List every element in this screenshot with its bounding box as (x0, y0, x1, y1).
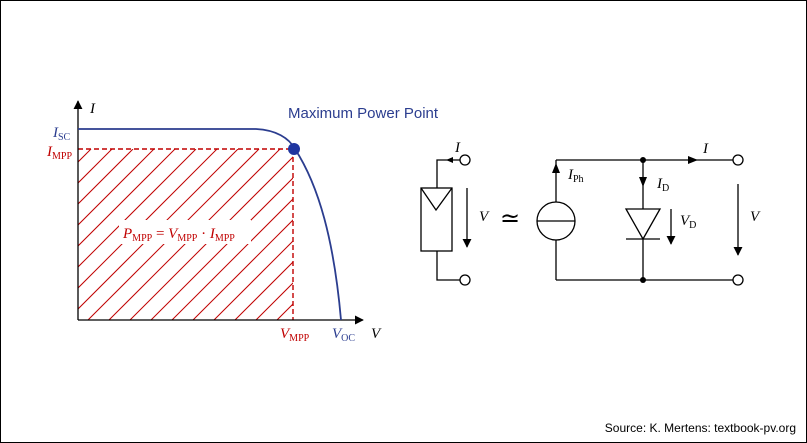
voc-label: VOC (332, 326, 355, 344)
svg-text:PMPP = VMPP · IMPP: PMPP = VMPP · IMPP (122, 226, 235, 244)
x-axis-label: V (371, 326, 382, 342)
module-bottom-terminal (459, 274, 471, 286)
vmpp-label: VMPP (280, 326, 310, 344)
hatch-line (171, 198, 293, 320)
equivalent-circuit: IPh ID VD I V (536, 141, 761, 286)
module-top-terminal (459, 154, 471, 166)
hatch-line (78, 149, 155, 226)
mpp-text: Maximum Power Point (288, 105, 439, 122)
output-top-terminal (732, 154, 744, 166)
diode-symbol (624, 208, 662, 241)
hatch-line (1, 149, 49, 320)
impp-label: IMPP (46, 144, 72, 162)
hatch-line (1, 149, 70, 320)
hatch-line (255, 282, 293, 320)
iv-plot: I V ISC IMPP VMPP VOC Maximum Power Poin… (1, 100, 490, 344)
pv-module: I V (420, 140, 490, 286)
hatch-line (78, 149, 176, 247)
mpp-formula: PMPP = VMPP · IMPP (119, 220, 251, 244)
y-axis-label: I (89, 101, 96, 117)
hatch-line (213, 240, 293, 320)
module-voltage-label: V (479, 209, 490, 225)
iv-curve (78, 128, 342, 321)
output-current-label: I (702, 141, 709, 157)
hatch-line (192, 219, 293, 320)
output-voltage-label: V (750, 209, 761, 225)
hatch-line (319, 149, 490, 320)
hatch-line (234, 261, 293, 320)
mpp-point (288, 143, 300, 155)
equivalence-symbol: ≃ (500, 205, 520, 232)
hatch-line (78, 149, 113, 184)
solar-cell-symbol (420, 187, 453, 252)
source-credit: Source: K. Mertens: textbook-pv.org (605, 421, 796, 435)
hatch-line (78, 149, 197, 268)
isc-label: ISC (52, 125, 71, 143)
vd-label: VD (680, 213, 696, 231)
output-bottom-terminal (732, 274, 744, 286)
hatch-line (78, 149, 134, 205)
module-current-label: I (454, 140, 461, 156)
iph-label: IPh (567, 167, 584, 185)
id-label: ID (656, 176, 669, 194)
